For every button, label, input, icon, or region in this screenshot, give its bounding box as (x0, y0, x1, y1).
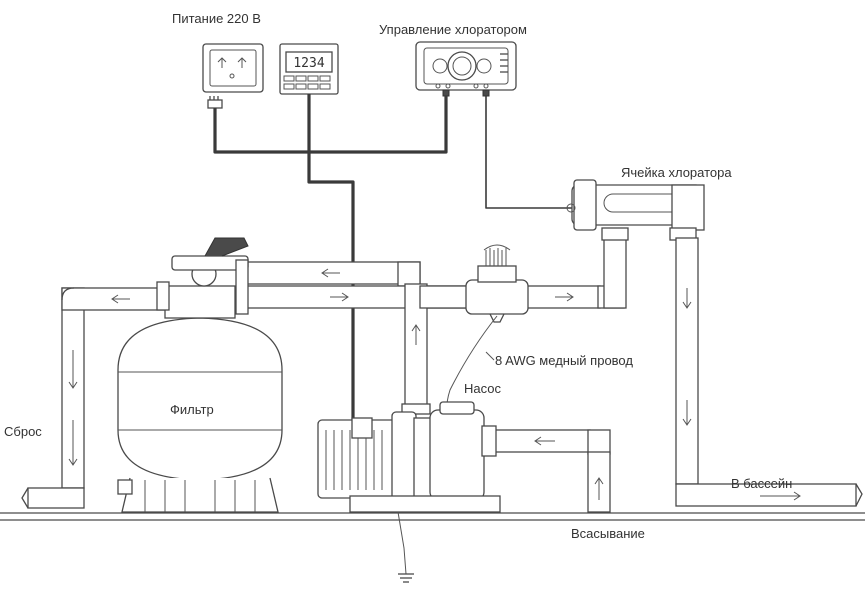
chlorinator-control-box (415, 41, 517, 97)
suction-label: Всасывание (571, 526, 645, 541)
sand-filter (117, 237, 283, 513)
chlorinator-control-label: Управление хлоратором (379, 22, 527, 37)
timer-display: 1234 (293, 56, 324, 71)
filter-label: Фильтр (170, 402, 214, 417)
ground-line (0, 512, 865, 521)
copper-wire-leader (485, 351, 495, 361)
ion-unit (465, 244, 529, 323)
pump-label: Насос (464, 381, 501, 396)
power-outlet (202, 43, 264, 109)
timer-device (279, 43, 339, 95)
copper-wire-label: 8 AWG медный провод (495, 353, 633, 368)
chlorinator-cell-label: Ячейка хлоратора (621, 165, 732, 180)
pump (317, 401, 501, 583)
power-label: Питание 220 В (172, 11, 261, 26)
to-pool-label: В бассейн (731, 476, 793, 491)
drain-label: Сброс (4, 424, 42, 439)
pipe-network (21, 179, 863, 513)
